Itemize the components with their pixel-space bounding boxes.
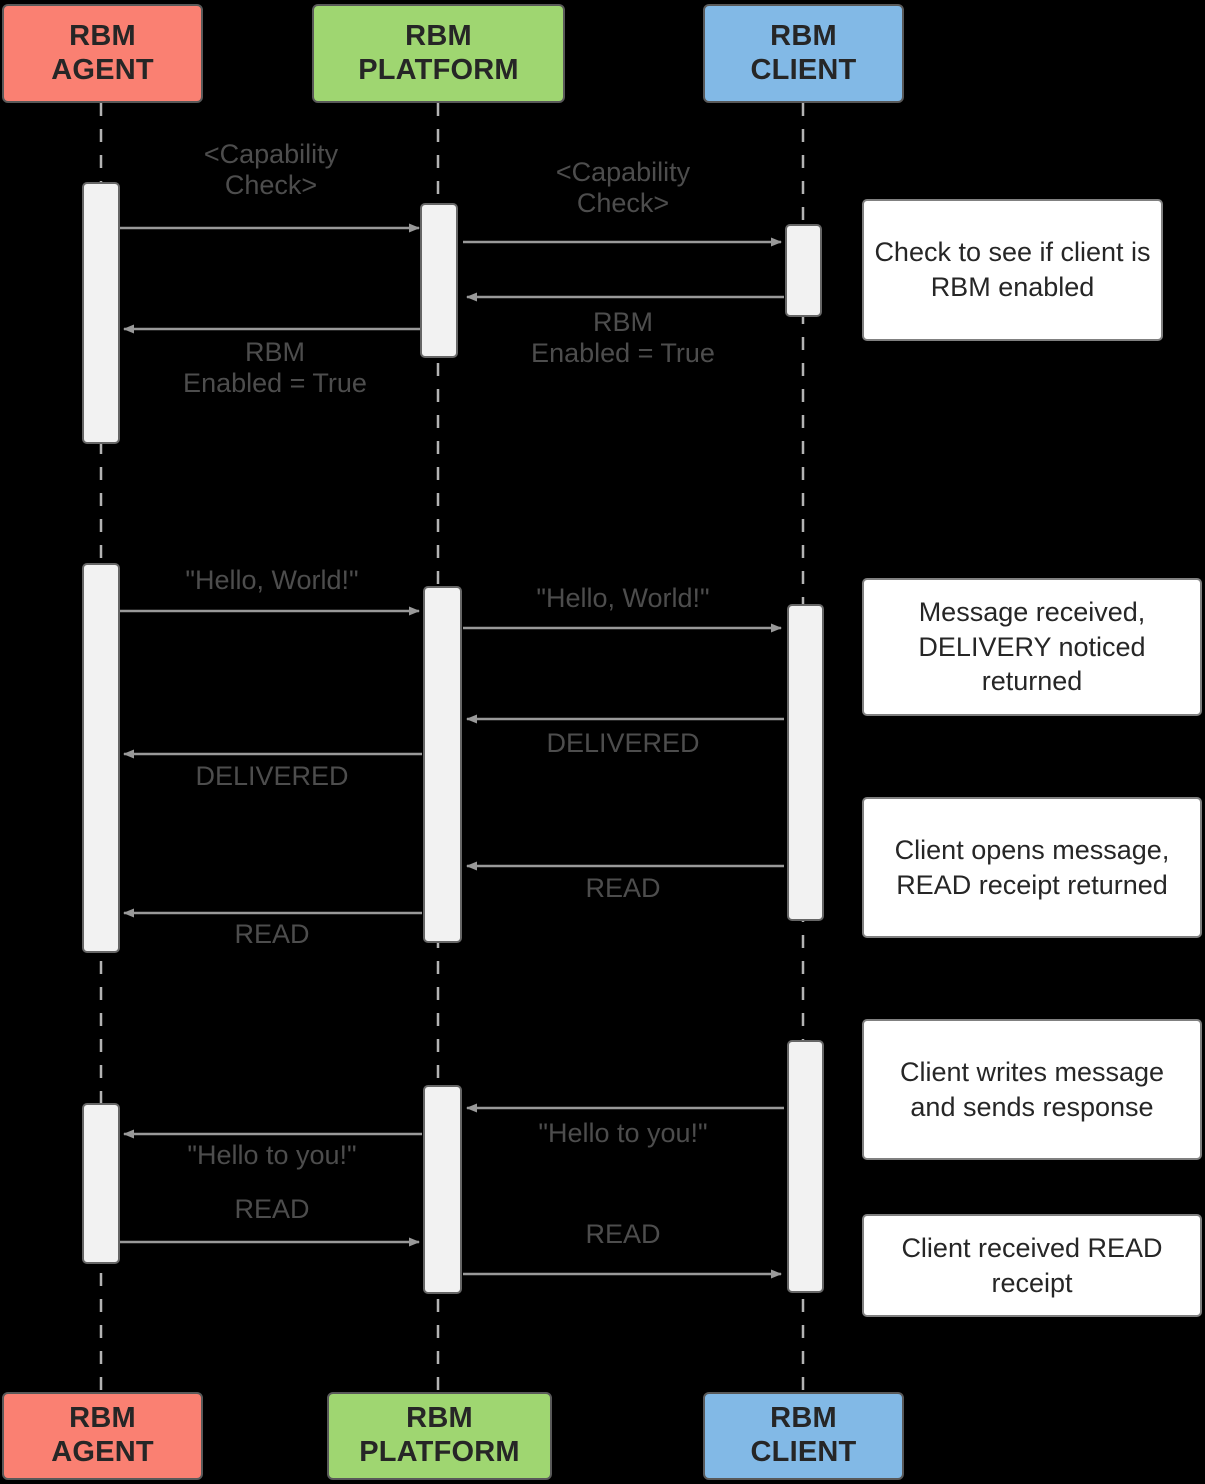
activation-agent-3 bbox=[82, 1103, 120, 1264]
note-capability-check: Check to see if client is RBM enabled bbox=[862, 199, 1163, 341]
activation-client-3 bbox=[787, 1040, 824, 1293]
actor-footer-client[interactable]: RBM CLIENT bbox=[703, 1392, 904, 1480]
actor-header-agent-line1: RBM bbox=[69, 19, 136, 52]
actor-footer-client-line1: RBM bbox=[770, 1402, 837, 1435]
message-label-m2: <Capability Check> bbox=[555, 157, 691, 218]
message-label-m6: "Hello, World!" bbox=[536, 583, 710, 613]
message-label-m11: "Hello to you!" bbox=[538, 1118, 708, 1148]
actor-header-client-line1: RBM bbox=[770, 19, 837, 52]
actor-header-client[interactable]: RBM CLIENT bbox=[703, 4, 904, 103]
note-message-delivered: Message received, DELIVERY noticed retur… bbox=[862, 578, 1202, 716]
activation-agent-2 bbox=[82, 563, 120, 953]
activation-platform-3 bbox=[423, 1085, 462, 1294]
actor-header-client-line2: CLIENT bbox=[750, 53, 857, 86]
message-label-m10: READ bbox=[234, 919, 310, 949]
activation-client-2 bbox=[787, 604, 824, 921]
message-label-m13: READ bbox=[234, 1194, 310, 1224]
actor-header-platform-line1: RBM bbox=[405, 19, 472, 52]
actor-footer-client-line2: CLIENT bbox=[750, 1436, 857, 1468]
actor-footer-platform-line1: RBM bbox=[406, 1402, 473, 1435]
actor-header-platform-line2: PLATFORM bbox=[358, 53, 519, 86]
actor-footer-agent[interactable]: RBM AGENT bbox=[2, 1392, 203, 1480]
message-label-m9: READ bbox=[585, 873, 661, 903]
message-label-m3: RBM Enabled = True bbox=[531, 307, 715, 368]
note-message-read: Client opens message, READ receipt retur… bbox=[862, 797, 1202, 938]
actor-footer-platform[interactable]: RBM PLATFORM bbox=[327, 1392, 552, 1480]
message-label-m12: "Hello to you!" bbox=[187, 1140, 357, 1170]
actor-footer-agent-line1: RBM bbox=[69, 1402, 136, 1435]
message-label-m5: "Hello, World!" bbox=[185, 565, 359, 595]
actor-header-agent-line2: AGENT bbox=[51, 53, 154, 86]
activation-agent-1 bbox=[82, 182, 120, 444]
message-label-m1: <Capability Check> bbox=[203, 139, 339, 200]
actor-header-agent[interactable]: RBM AGENT bbox=[2, 4, 203, 103]
actor-footer-platform-line2: PLATFORM bbox=[359, 1436, 520, 1468]
activation-platform-2 bbox=[423, 586, 462, 943]
message-label-m8: DELIVERED bbox=[195, 761, 349, 791]
message-label-m7: DELIVERED bbox=[546, 728, 700, 758]
actor-header-platform[interactable]: RBM PLATFORM bbox=[312, 4, 565, 103]
actor-footer-agent-line2: AGENT bbox=[51, 1436, 154, 1468]
message-label-m14: READ bbox=[585, 1219, 661, 1249]
activation-platform-1 bbox=[420, 203, 458, 358]
activation-client-1 bbox=[785, 224, 822, 317]
message-label-m4: RBM Enabled = True bbox=[183, 337, 367, 398]
note-client-read-receipt: Client received READ receipt bbox=[862, 1214, 1202, 1317]
note-client-writes: Client writes message and sends response bbox=[862, 1019, 1202, 1160]
